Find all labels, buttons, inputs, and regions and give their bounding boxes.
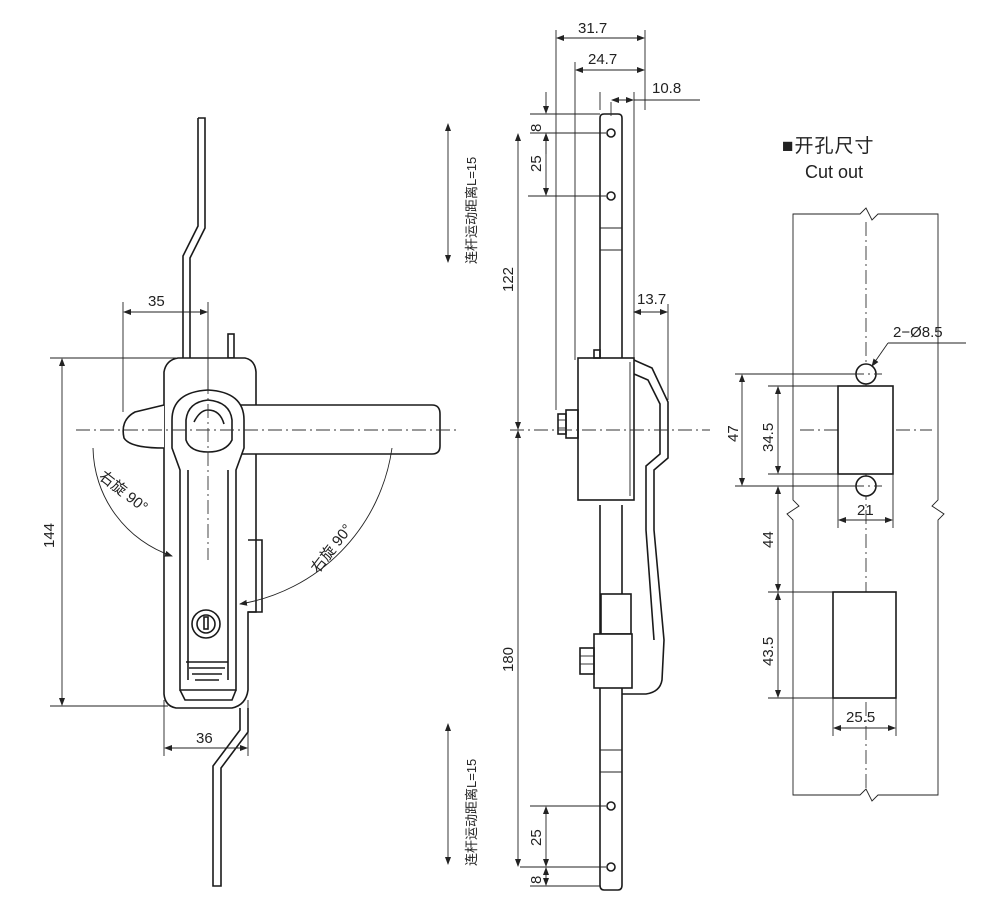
rotation-arc-right [239, 447, 393, 606]
svg-text:连杆运动距离L=15: 连杆运动距离L=15 [464, 157, 479, 264]
cutout-rect-lower [832, 591, 897, 699]
side-rod [599, 113, 623, 360]
keyhole-slot [203, 616, 209, 630]
dim-21: 21 [837, 474, 894, 528]
dim-8-top: 8 [528, 92, 606, 154]
cutout-view: ■开孔尺寸 Cut out 2−Ø8.5 47 [725, 135, 966, 802]
side-handle-inner [633, 373, 661, 641]
front-handle-outer [171, 389, 245, 691]
rotate-label-left: 右旋 90° [96, 468, 151, 516]
dim-35: 35 [122, 293, 209, 412]
front-rod-upper [182, 117, 206, 358]
svg-text:122: 122 [500, 267, 517, 292]
svg-text:2−Ø8.5: 2−Ø8.5 [893, 324, 943, 341]
cutout-title-cn: ■开孔尺寸 [782, 135, 874, 157]
side-screw [565, 409, 579, 439]
svg-text:8: 8 [528, 124, 545, 132]
svg-text:25.5: 25.5 [846, 709, 875, 726]
keyhole-inner [196, 614, 216, 634]
front-handle-channel [187, 470, 229, 680]
svg-text:21: 21 [857, 502, 874, 519]
side-hole-4 [606, 862, 616, 872]
side-hole-3 [606, 801, 616, 811]
svg-text:180: 180 [500, 647, 517, 672]
cutout-panel [786, 207, 945, 802]
dim-10-8: 10.8 [599, 80, 700, 358]
svg-text:8: 8 [528, 876, 545, 884]
side-view: 31.7 24.7 10.8 8 25 122 [445, 20, 710, 891]
dim-34-5: 34.5 [760, 385, 838, 475]
side-handle [622, 359, 669, 695]
side-pin [593, 349, 601, 359]
dim-25-bottom: 25 [528, 805, 606, 867]
svg-text:31.7: 31.7 [578, 20, 607, 37]
side-lock-block [593, 633, 633, 689]
dim-24-7: 24.7 [574, 51, 645, 360]
side-cam-block [600, 593, 632, 635]
side-body [577, 357, 635, 501]
dim-43-5: 43.5 [760, 592, 833, 699]
keyhole-icon [191, 609, 221, 639]
svg-text:47: 47 [725, 425, 742, 442]
dim-180: 180 [500, 430, 521, 867]
rotate-label-right: 右旋 90° [308, 521, 356, 576]
svg-text:34.5: 34.5 [760, 423, 777, 452]
front-view: 右旋 90° 右旋 90° 35 144 36 [41, 117, 460, 887]
dim-144: 144 [41, 357, 176, 707]
dim-holes: 2−Ø8.5 [871, 324, 966, 367]
side-nut [557, 413, 567, 435]
front-pin [227, 333, 235, 359]
dim-8-bottom: 8 [520, 866, 606, 887]
front-side-lug [122, 404, 165, 449]
rod-travel-top: 连杆运动距离L=15 [445, 123, 479, 264]
side-lock-nut [579, 647, 595, 675]
dim-31-7: 31.7 [555, 20, 646, 410]
svg-text:25: 25 [528, 829, 545, 846]
front-rod-lower [212, 708, 249, 887]
svg-text:10.8: 10.8 [652, 80, 681, 97]
cutout-title-en: Cut out [805, 162, 863, 182]
dim-36: 36 [163, 700, 249, 756]
grip-lines-icon [179, 661, 237, 701]
svg-text:13.7: 13.7 [637, 291, 666, 308]
svg-text:连杆运动距离L=15: 连杆运动距离L=15 [464, 759, 479, 866]
dim-13-7: 13.7 [633, 291, 669, 400]
svg-text:24.7: 24.7 [588, 51, 617, 68]
cutout-rect-upper [837, 385, 894, 475]
rotation-arc-left [92, 447, 173, 557]
svg-text:144: 144 [41, 523, 58, 548]
svg-text:44: 44 [760, 531, 777, 548]
side-hole-2 [606, 191, 616, 201]
svg-text:36: 36 [196, 730, 213, 747]
dim-47: 47 [725, 373, 856, 487]
rod-travel-bottom: 连杆运动距离L=15 [445, 723, 479, 866]
side-rod-lower [599, 505, 623, 891]
side-hole-1 [606, 128, 616, 138]
svg-text:43.5: 43.5 [760, 637, 777, 666]
svg-text:35: 35 [148, 293, 165, 310]
dim-122: 122 [500, 133, 521, 430]
dim-44: 44 [760, 486, 833, 593]
front-side-strip [248, 539, 263, 613]
dim-25-top: 25 [528, 133, 606, 197]
front-handle-inner [185, 399, 233, 453]
front-handle-bar [199, 404, 441, 455]
dim-25-5: 25.5 [832, 698, 897, 736]
svg-text:25: 25 [528, 155, 545, 172]
